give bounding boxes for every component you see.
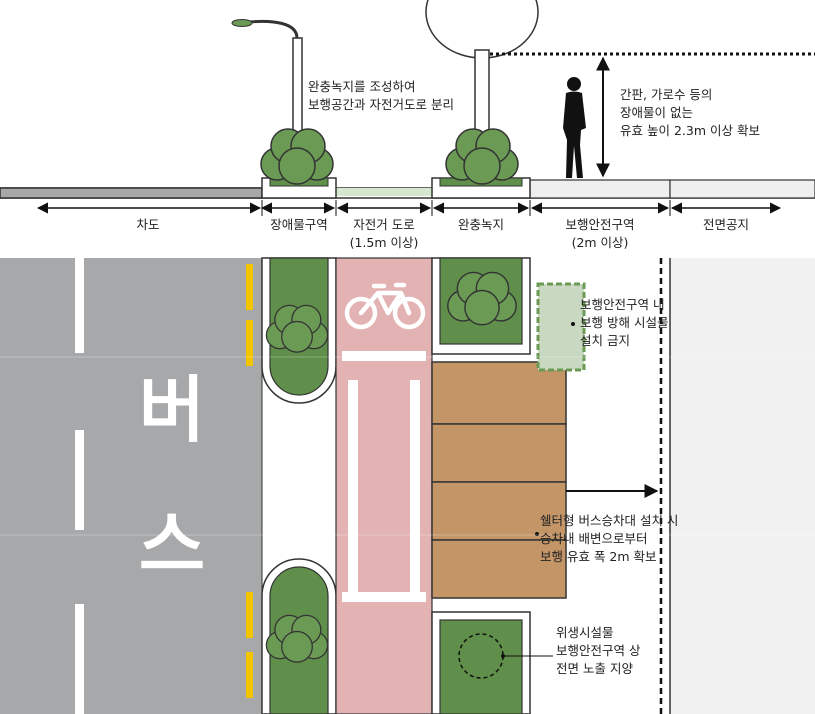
road-surface [0,187,263,199]
bicycle-icon [344,282,426,330]
bike-surface [336,188,432,196]
zone-label-buffer: 완충녹지 [457,217,505,232]
bus-shelter [431,361,567,599]
pedestrian-icon [563,77,586,178]
zone-label-obstacle: 장애물구역 [270,217,328,232]
frontage-surface [669,179,815,199]
streetlamp-icon [231,19,303,179]
road-area [0,258,262,714]
zone-label-walk: 보행안전구역 (2m 이상) [565,217,635,251]
yellow-curb-marks [246,264,253,698]
walkway-surface [529,179,671,199]
zone-label-road: 차도 [136,217,160,232]
tree-icon [425,0,539,141]
no-obstacle-note: 보행안전구역 내 보행 방해 시설물 설치 금지 [580,297,669,349]
lane-dashes [75,258,84,714]
bike-lane-markings [342,351,426,602]
sanitary-note: 위생시설물 보행안전구역 상 전면 노출 지양 [556,625,641,677]
road-marking-seu: 스 [139,503,205,587]
tree-icon [445,128,519,185]
buffer-note: 완충녹지를 조성하여 보행공간과 자전거도로 분리 [308,79,454,113]
shelter-note: 쉘터형 버스승차대 설치 시 승차내 배변으로부터 보행 유효 폭 2m 확보 [540,513,679,565]
no-obstacle-zone [536,282,586,372]
tree-icon [260,128,334,185]
zone-label-bike: 자전거 도로 (1.5m 이상) [349,217,419,251]
cross-section [0,0,815,216]
plan-view [0,257,815,714]
frontage-area [670,258,815,714]
zone-label-front: 전면공지 [702,217,750,232]
zone-ticks [261,200,671,216]
clearance-note: 간판, 가로수 등의 장애물이 없는 유효 높이 2.3m 이상 확보 [620,87,760,139]
road-marking-bu: 버 [139,368,205,452]
